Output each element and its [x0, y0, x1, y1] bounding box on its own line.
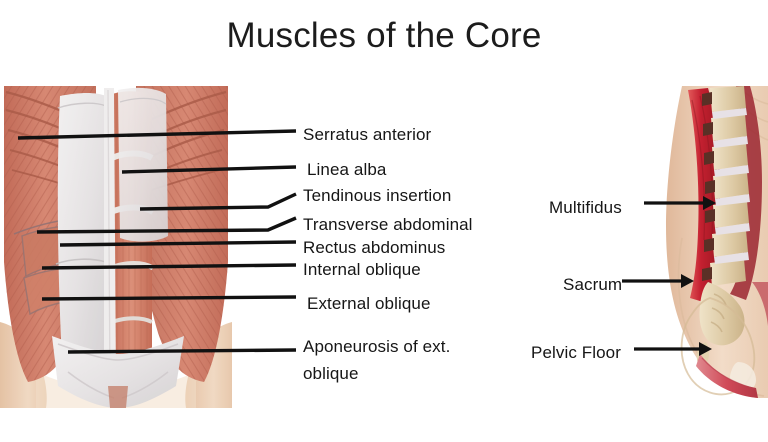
label-aponeurosis-of-external-oblique: Aponeurosis of ext. oblique: [303, 337, 451, 383]
label-sacrum: Sacrum: [563, 275, 623, 294]
label-internal-oblique: Internal oblique: [303, 260, 421, 279]
lumbar-vertebrae: [702, 86, 750, 286]
pelvic-bowl-outline: [680, 297, 756, 396]
gluteal-muscle-hint: [752, 282, 768, 326]
anterior-abdominal-wall-illustration: [0, 86, 232, 408]
sacral-foramina: [710, 293, 727, 333]
skin-lower: [36, 372, 196, 408]
linea-alba: [104, 88, 116, 386]
label-external-oblique: External oblique: [307, 294, 431, 313]
deep-back-muscle: [730, 86, 762, 300]
label-multifidus: Multifidus: [549, 198, 622, 217]
midline-inferior-muscle: [108, 386, 128, 408]
spinous-processes: [702, 92, 715, 281]
pelvic-floor-fibers: [701, 357, 757, 390]
page-title: Muscles of the Core: [226, 16, 542, 55]
intervertebral-discs: [712, 108, 750, 264]
label-linea-alba: Linea alba: [307, 160, 387, 179]
anterior-abdominal-wall-svg: [0, 86, 232, 408]
tendinous-insertion-4: [111, 316, 153, 324]
label-serratus-anterior: Serratus anterior: [303, 125, 432, 144]
sagittal-lumbar-pelvis-svg: [652, 86, 768, 408]
label-rectus-abdominus: Rectus abdominus: [303, 238, 446, 257]
label-pelvic-floor: Pelvic Floor: [531, 343, 622, 362]
label-tendinous-insertion: Tendinous insertion: [303, 186, 452, 205]
label-transverse-abdominal: Transverse abdominal: [303, 215, 473, 234]
aponeurosis-of-external-oblique: [52, 336, 184, 408]
sagittal-lumbar-pelvis-illustration: [652, 86, 768, 408]
pelvic-floor: [696, 354, 758, 398]
